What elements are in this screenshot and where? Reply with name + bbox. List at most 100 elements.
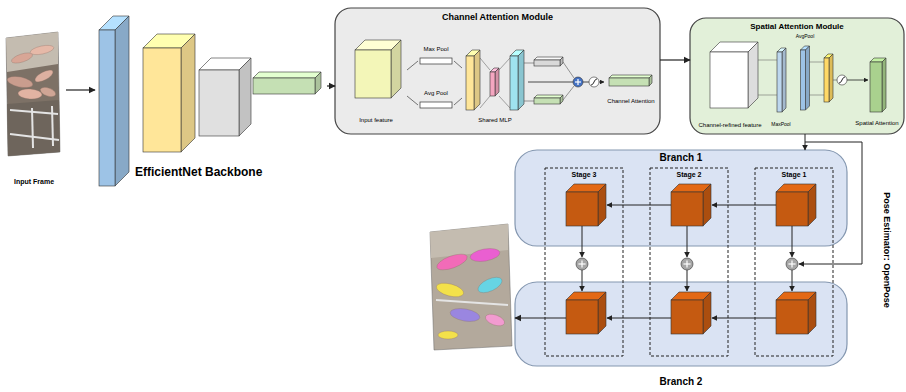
cube-figure	[671, 300, 703, 334]
sum-symbol	[681, 258, 693, 270]
cube-figure	[776, 300, 808, 334]
cube-figure	[495, 68, 499, 96]
node-shape	[515, 150, 847, 246]
panel-shape	[335, 8, 660, 134]
wire	[52, 106, 53, 146]
cube-figure	[824, 54, 833, 58]
module-panel: Channel Attention ModuleInput featureMax…	[335, 8, 660, 134]
photo	[29, 44, 54, 57]
cube-figure	[710, 52, 748, 108]
sum-symbol	[786, 258, 798, 270]
cube-figure	[466, 56, 474, 110]
cube-figure	[239, 58, 251, 136]
backbone: EfficientNet Backbone	[95, 8, 327, 186]
wire	[578, 263, 585, 264]
stage-box: Stage 3	[545, 168, 623, 356]
node-shape	[768, 44, 794, 128]
node-label: Channel Attention Module	[442, 12, 553, 22]
photo	[7, 100, 60, 156]
connector	[66, 89, 95, 90]
wire	[788, 263, 795, 264]
attention-vector: Channel Attention	[604, 72, 658, 106]
connector	[327, 85, 335, 86]
cube-figure	[598, 184, 606, 226]
photo	[469, 246, 501, 263]
cube-figure	[671, 184, 711, 192]
wire	[10, 110, 58, 114]
branch-panel: Branch 2	[515, 282, 847, 388]
node-label: Stage 2	[677, 171, 702, 179]
cube-figure	[609, 75, 652, 78]
pool-bar	[420, 102, 452, 108]
wire	[809, 62, 824, 63]
cube-figure	[115, 16, 129, 186]
cube-figure	[703, 184, 711, 226]
wire	[683, 263, 690, 264]
photo	[6, 32, 58, 72]
shape-group	[335, 8, 660, 134]
photo	[476, 274, 505, 296]
shape-group	[710, 42, 758, 108]
wire	[524, 63, 534, 64]
wire	[847, 80, 868, 81]
side-title: Pose Estimator: OpenPose	[882, 192, 892, 308]
wire	[607, 205, 671, 206]
node-shape	[852, 56, 902, 128]
cube-figure	[253, 72, 321, 78]
node-shape	[545, 168, 623, 356]
cube-figure	[560, 95, 563, 104]
cube-figure	[776, 184, 816, 192]
wire	[524, 101, 534, 102]
photo	[6, 74, 34, 89]
sigmoid-symbol	[589, 77, 599, 87]
node-label: Branch 1	[660, 152, 703, 164]
shape-group	[545, 168, 623, 356]
cube-figure	[534, 60, 560, 66]
cube-figure	[870, 62, 882, 112]
photo	[6, 32, 60, 156]
wire	[799, 142, 862, 264]
wire	[687, 270, 688, 291]
connector	[528, 82, 604, 83]
wire	[480, 58, 490, 70]
wire	[436, 300, 508, 305]
cube-figure	[510, 56, 518, 110]
shape-group	[515, 150, 847, 246]
connector	[454, 98, 462, 105]
cube-figure	[566, 292, 606, 300]
module-panel: Spatial Attention ModuleChannel-refined …	[690, 18, 904, 134]
feature-cube: Input feature	[345, 38, 407, 126]
node-label: Avg Pool	[424, 90, 448, 97]
pool-bar	[420, 58, 452, 64]
wire	[712, 205, 776, 206]
wire	[577, 79, 578, 85]
sum-symbol	[576, 258, 588, 270]
photo	[435, 251, 469, 273]
photo	[435, 281, 465, 300]
cube-figure	[355, 50, 391, 98]
node-shape	[755, 168, 833, 356]
cube-figure	[566, 184, 606, 192]
cube-figure	[534, 98, 560, 104]
wire	[10, 134, 59, 140]
cube-figure	[518, 50, 524, 110]
node-label: Input feature	[359, 117, 393, 124]
wire	[499, 96, 510, 108]
cube-figure	[703, 292, 711, 334]
wire	[32, 108, 33, 148]
panel-shape	[545, 168, 623, 356]
wire	[499, 58, 510, 70]
cube-figure	[882, 58, 886, 112]
branch-panel: Branch 1	[515, 150, 847, 246]
node-label: Branch 2	[660, 376, 703, 388]
shape-group	[755, 168, 833, 356]
stage-box: Stage 2	[650, 168, 728, 356]
cube-figure	[143, 48, 181, 152]
sigmoid-symbol	[839, 77, 845, 83]
cube-figure	[776, 192, 808, 226]
cube-figure	[649, 75, 652, 86]
attention-map: Spatial Attention	[852, 56, 902, 128]
wire	[582, 226, 583, 257]
node-label: Stage 3	[572, 171, 597, 179]
